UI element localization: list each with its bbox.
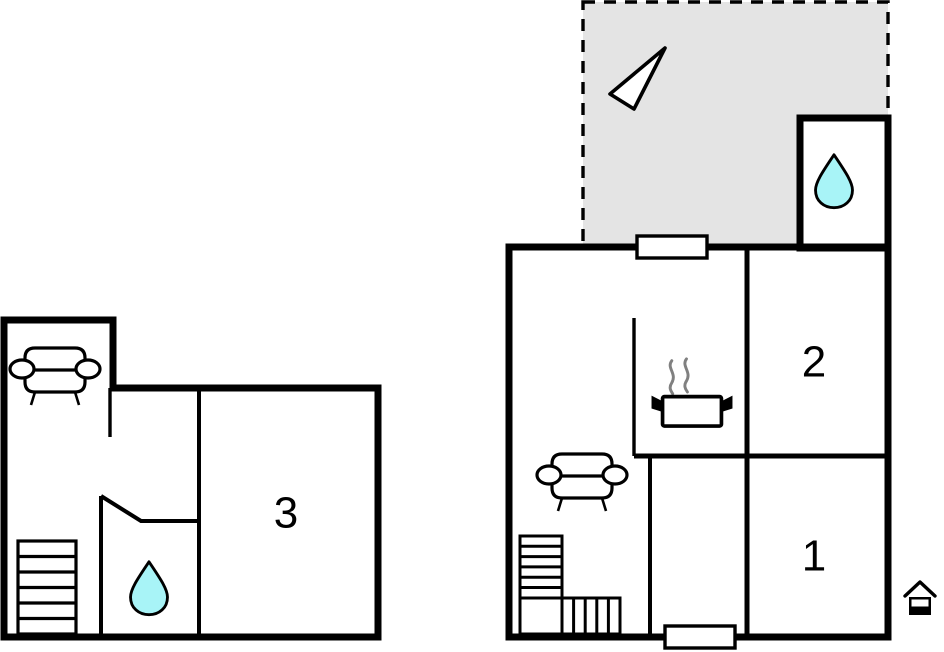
upper-floor-outer-wall: [0, 316, 382, 641]
door-top: [635, 234, 709, 260]
house-icon: [903, 580, 937, 617]
bathroom-wall-sloped: [99, 494, 199, 523]
door-bottom: [663, 624, 737, 650]
cooking-pot-icon: [649, 357, 735, 428]
room-label-1: 1: [802, 532, 826, 581]
room-label-3: 3: [274, 489, 298, 538]
ground-floor-plan: 2 1: [505, 0, 892, 650]
sofa-icon: [535, 452, 629, 513]
staircase-icon: [518, 534, 622, 636]
room-label-2: 2: [802, 338, 826, 387]
staircase-icon: [16, 539, 78, 636]
upper-floor-plan: 3: [0, 316, 382, 641]
ground-floor-outer-wall: [505, 243, 892, 641]
